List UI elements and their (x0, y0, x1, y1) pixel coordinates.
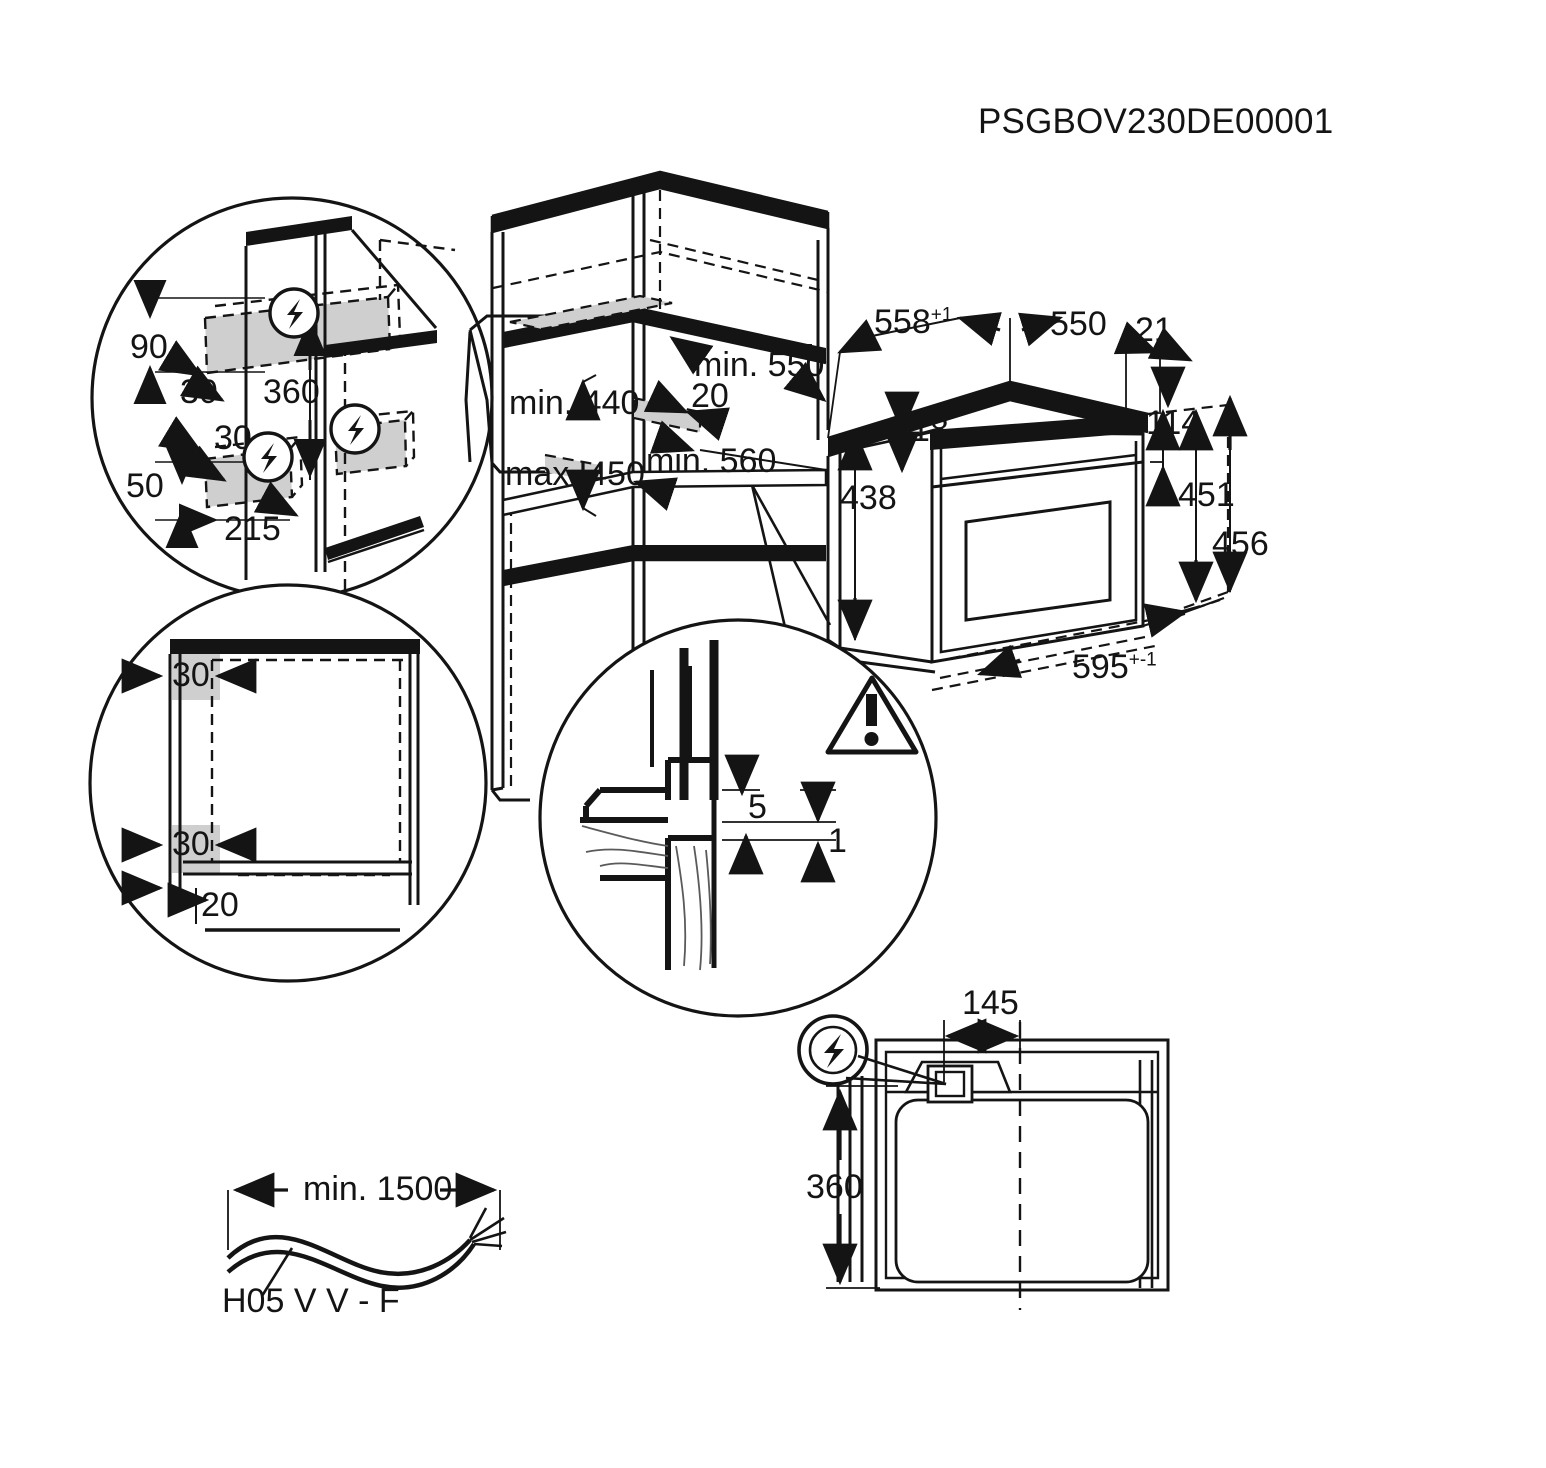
dim-21: 21 (1135, 311, 1173, 349)
drawing-title: PSGBOV230DE00001 (978, 102, 1334, 141)
dim-18: 18 (911, 411, 949, 449)
lightning-bolt-icon (797, 1014, 869, 1086)
detail-circle-top-left (90, 196, 494, 600)
warning-triangle-icon (825, 675, 919, 755)
dim-215: 215 (224, 510, 281, 548)
dim-595: 595+-1 (1072, 648, 1157, 686)
dim-5: 5 (748, 788, 767, 826)
dim-360-detail: 360 (263, 373, 320, 411)
dim-550: 550 (1050, 305, 1107, 343)
dim-20-clearance: 20 (201, 886, 239, 924)
dim-min-550: min. 550 (694, 346, 825, 384)
cable-diagram (226, 1172, 507, 1297)
lightning-bolt-icon (242, 431, 294, 483)
dim-456: 456 (1212, 525, 1269, 563)
lightning-bolt-icon (329, 403, 381, 455)
dim-114: 114 (1146, 404, 1201, 442)
dim-451: 451 (1178, 476, 1235, 514)
dim-1: 1 (828, 822, 847, 860)
dim-30-bottom-clearance: 30 (172, 825, 210, 863)
dim-30-lower: 30 (214, 419, 252, 457)
dim-360-front: 360 (806, 1168, 863, 1206)
detail-circle-bottom-left (88, 583, 488, 983)
detail-circle-worktop-gap (538, 618, 938, 1018)
front-view-oven (797, 1014, 1170, 1310)
cable-length-label: min. 1500 (303, 1170, 453, 1208)
cable-type-label: H05 V V - F (222, 1282, 400, 1320)
dim-90: 90 (130, 328, 168, 366)
dim-50: 50 (126, 467, 164, 505)
dim-min-440: min. 440 (509, 384, 640, 422)
dim-20-cabinet: 20 (691, 377, 729, 415)
dim-145: 145 (962, 984, 1019, 1022)
dim-min-560: min. 560 (646, 442, 777, 480)
dim-438: 438 (840, 479, 897, 517)
lightning-bolt-icon (268, 287, 320, 339)
dim-max-450: max. 450 (505, 455, 645, 493)
dim-30-upper: 30 (180, 373, 218, 411)
oven-isometric (826, 312, 1248, 692)
dim-558: 558+1 (874, 303, 953, 341)
cabinet-isometric (490, 170, 832, 802)
dim-30-top-clearance: 30 (172, 656, 210, 694)
